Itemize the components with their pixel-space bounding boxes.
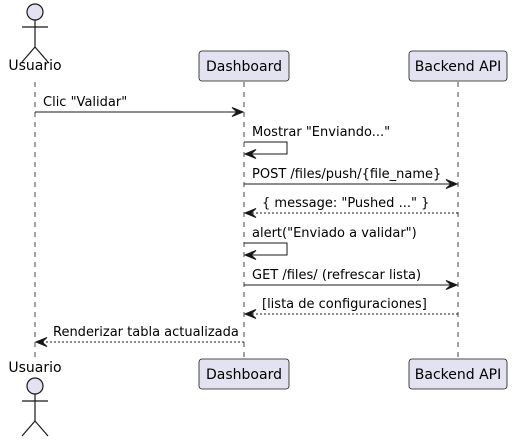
message-6: GET /files/ (refrescar lista) bbox=[244, 268, 459, 290]
message-label: Clic "Validar" bbox=[43, 95, 127, 110]
participant-dashboard-bottom: Dashboard bbox=[198, 358, 290, 390]
actor-usuario-top: Usuario bbox=[8, 3, 62, 74]
participant-box bbox=[198, 50, 290, 82]
message-label: [lista de configuraciones] bbox=[262, 297, 427, 312]
lifelines bbox=[34, 82, 459, 357]
message-label: Renderizar tabla actualizada bbox=[53, 325, 239, 340]
message-self-line bbox=[244, 141, 288, 155]
actor-name: Usuario bbox=[8, 58, 61, 74]
participant-backend-top: Backend API bbox=[408, 50, 508, 82]
message-7: [lista de configuraciones] bbox=[243, 297, 458, 319]
participants: UsuarioUsuarioDashboardDashboardBackend … bbox=[8, 3, 508, 437]
participant-dashboard-top: Dashboard bbox=[198, 50, 290, 82]
actor-head-icon bbox=[26, 377, 44, 395]
arrowhead-icon bbox=[243, 250, 257, 260]
message-label: alert("Enviado a validar") bbox=[252, 226, 417, 241]
arrowhead-icon bbox=[243, 149, 257, 159]
participant-box bbox=[408, 50, 508, 82]
message-label: GET /files/ (refrescar lista) bbox=[252, 268, 421, 283]
message-3: POST /files/push/{file_name} bbox=[244, 167, 459, 189]
message-label: Mostrar "Enviando..." bbox=[252, 125, 390, 140]
actor-leg-left bbox=[21, 420, 36, 437]
arrowhead-icon bbox=[243, 208, 257, 218]
arrowhead-icon bbox=[445, 179, 459, 189]
participant-box bbox=[408, 358, 508, 390]
actor-leg-right bbox=[34, 46, 49, 63]
participant-label: Dashboard bbox=[206, 59, 282, 75]
message-5: alert("Enviado a validar") bbox=[243, 226, 417, 260]
participant-label: Backend API bbox=[415, 367, 501, 383]
arrowhead-icon bbox=[445, 280, 459, 290]
actor-name: Usuario bbox=[8, 360, 61, 376]
messages: Clic "Validar" Mostrar "Enviando..." POST … bbox=[34, 95, 459, 347]
arrowhead-icon bbox=[231, 107, 245, 117]
actor-leg-right bbox=[34, 420, 49, 437]
arrowhead-icon bbox=[34, 337, 48, 347]
actor-head-icon bbox=[26, 3, 44, 21]
participant-label: Dashboard bbox=[206, 367, 282, 383]
participant-backend-bottom: Backend API bbox=[408, 358, 508, 390]
message-1: Clic "Validar" bbox=[35, 95, 245, 117]
arrowhead-icon bbox=[243, 309, 257, 319]
actor-usuario-bottom: Usuario bbox=[8, 360, 62, 437]
message-2: Mostrar "Enviando..." bbox=[243, 125, 390, 159]
message-4: { message: "Pushed ..." } bbox=[243, 196, 458, 218]
message-label: { message: "Pushed ..." } bbox=[262, 196, 429, 211]
message-label: POST /files/push/{file_name} bbox=[252, 167, 441, 182]
participant-box bbox=[198, 358, 290, 390]
message-8: Renderizar tabla actualizada bbox=[34, 325, 244, 347]
participant-label: Backend API bbox=[415, 59, 501, 75]
message-self-line bbox=[244, 242, 288, 256]
actor-leg-left bbox=[21, 46, 36, 63]
